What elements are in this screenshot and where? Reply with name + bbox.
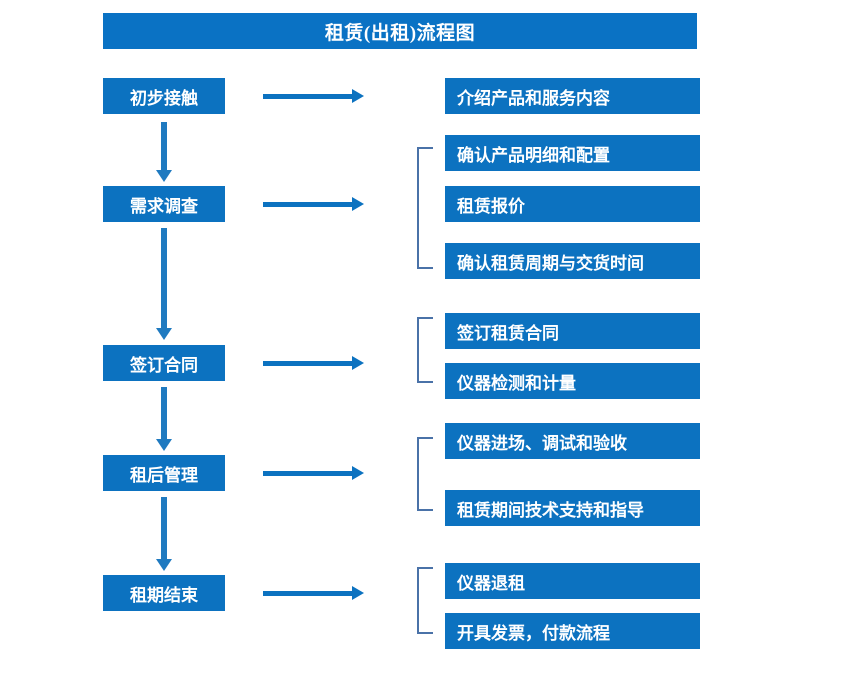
detail-box-1[interactable]: 介绍产品和服务内容 xyxy=(445,78,700,114)
arrow-shaft xyxy=(161,387,167,440)
arrow-head xyxy=(156,170,172,182)
group-bracket-4 xyxy=(417,437,433,511)
detail-box-3[interactable]: 租赁报价 xyxy=(445,186,700,222)
arrow-shaft xyxy=(263,591,353,596)
down-arrow-icon-4 xyxy=(156,497,172,571)
arrow-shaft xyxy=(161,497,167,560)
down-arrow-icon-1 xyxy=(156,122,172,182)
detail-box-2[interactable]: 确认产品明细和配置 xyxy=(445,135,700,171)
arrow-head xyxy=(156,439,172,451)
arrow-shaft xyxy=(263,361,353,366)
detail-box-6[interactable]: 仪器检测和计量 xyxy=(445,363,700,399)
right-arrow-icon-3 xyxy=(263,356,364,370)
detail-box-7[interactable]: 仪器进场、调试和验收 xyxy=(445,423,700,459)
arrow-head xyxy=(352,586,364,600)
arrow-head xyxy=(352,466,364,480)
arrow-head xyxy=(156,559,172,571)
stage-box-1[interactable]: 初步接触 xyxy=(103,78,225,114)
detail-box-8[interactable]: 租赁期间技术支持和指导 xyxy=(445,490,700,526)
right-arrow-icon-4 xyxy=(263,466,364,480)
stage-box-3[interactable]: 签订合同 xyxy=(103,345,225,381)
arrow-head xyxy=(352,356,364,370)
arrow-head xyxy=(352,89,364,103)
arrow-shaft xyxy=(263,94,353,99)
group-bracket-3 xyxy=(417,317,433,383)
down-arrow-icon-3 xyxy=(156,387,172,451)
arrow-head xyxy=(156,328,172,340)
stage-box-4[interactable]: 租后管理 xyxy=(103,455,225,491)
down-arrow-icon-2 xyxy=(156,228,172,340)
detail-box-10[interactable]: 开具发票，付款流程 xyxy=(445,613,700,649)
arrow-head xyxy=(352,197,364,211)
right-arrow-icon-5 xyxy=(263,586,364,600)
detail-box-5[interactable]: 签订租赁合同 xyxy=(445,313,700,349)
arrow-shaft xyxy=(263,471,353,476)
right-arrow-icon-2 xyxy=(263,197,364,211)
group-bracket-5 xyxy=(417,567,433,634)
arrow-shaft xyxy=(263,202,353,207)
arrow-shaft xyxy=(161,228,167,329)
flowchart-title: 租赁(出租)流程图 xyxy=(103,13,697,49)
right-arrow-icon-1 xyxy=(263,89,364,103)
stage-box-5[interactable]: 租期结束 xyxy=(103,575,225,611)
arrow-shaft xyxy=(161,122,167,171)
stage-box-2[interactable]: 需求调查 xyxy=(103,186,225,222)
group-bracket-2 xyxy=(417,147,433,269)
detail-box-9[interactable]: 仪器退租 xyxy=(445,563,700,599)
detail-box-4[interactable]: 确认租赁周期与交货时间 xyxy=(445,243,700,279)
